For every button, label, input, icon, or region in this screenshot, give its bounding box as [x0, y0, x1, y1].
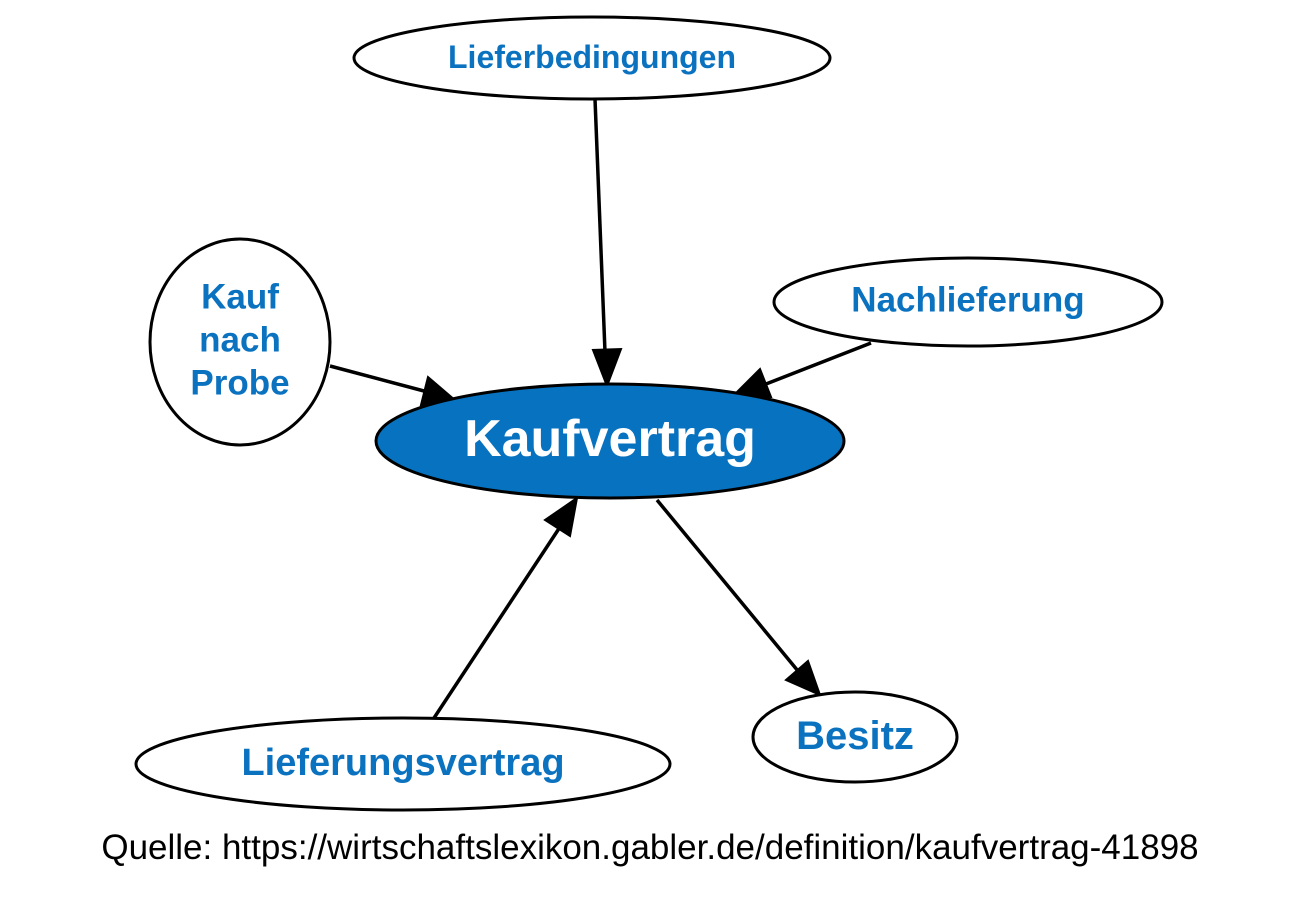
arrowhead-lieferungsvertrag	[543, 495, 579, 538]
node-kaufvertrag-shape	[374, 382, 846, 500]
node-kauf-nach-probe: Kauf nach Probe	[148, 237, 332, 447]
edge-nachlieferung-to-kaufvertrag	[765, 341, 872, 386]
arrowhead-besitz	[784, 659, 822, 697]
node-besitz: Besitz	[751, 690, 959, 784]
node-nachlieferung-label: Nachlieferung	[851, 281, 1084, 320]
edge-lieferungsvertrag-to-kaufvertrag	[432, 526, 562, 719]
node-kaufvertrag: Kaufvertrag	[374, 382, 846, 500]
node-lieferbedingungen: Lieferbedingungen	[352, 15, 832, 101]
node-kauf-nach-probe-line-2: nach	[199, 321, 281, 360]
node-lieferungsvertrag-shape	[134, 716, 672, 812]
node-besitz-label: Besitz	[796, 714, 914, 758]
node-nachlieferung-shape	[772, 256, 1164, 348]
node-besitz-shape	[751, 690, 959, 784]
arrowhead-lieferbedingungen	[591, 347, 623, 389]
node-lieferungsvertrag: Lieferungsvertrag	[134, 716, 672, 812]
edge-kaufvertrag-to-besitz	[655, 498, 800, 673]
node-lieferbedingungen-shape	[352, 15, 832, 101]
edge-lieferbedingungen-to-kaufvertrag	[593, 98, 607, 353]
edges	[329, 98, 872, 719]
node-kaufvertrag-label: Kaufvertrag	[464, 410, 756, 468]
node-lieferbedingungen-label: Lieferbedingungen	[448, 39, 736, 75]
node-lieferungsvertrag-label: Lieferungsvertrag	[241, 742, 564, 784]
edge-kauf-nach-probe-to-kaufvertrag	[329, 364, 425, 393]
node-kauf-nach-probe-shape	[148, 237, 332, 447]
node-nachlieferung: Nachlieferung	[772, 256, 1164, 348]
node-kauf-nach-probe-line-3: Probe	[190, 364, 289, 403]
source-caption: Quelle: https://wirtschaftslexikon.gable…	[101, 828, 1199, 867]
node-kauf-nach-probe-line-1: Kauf	[201, 278, 279, 317]
